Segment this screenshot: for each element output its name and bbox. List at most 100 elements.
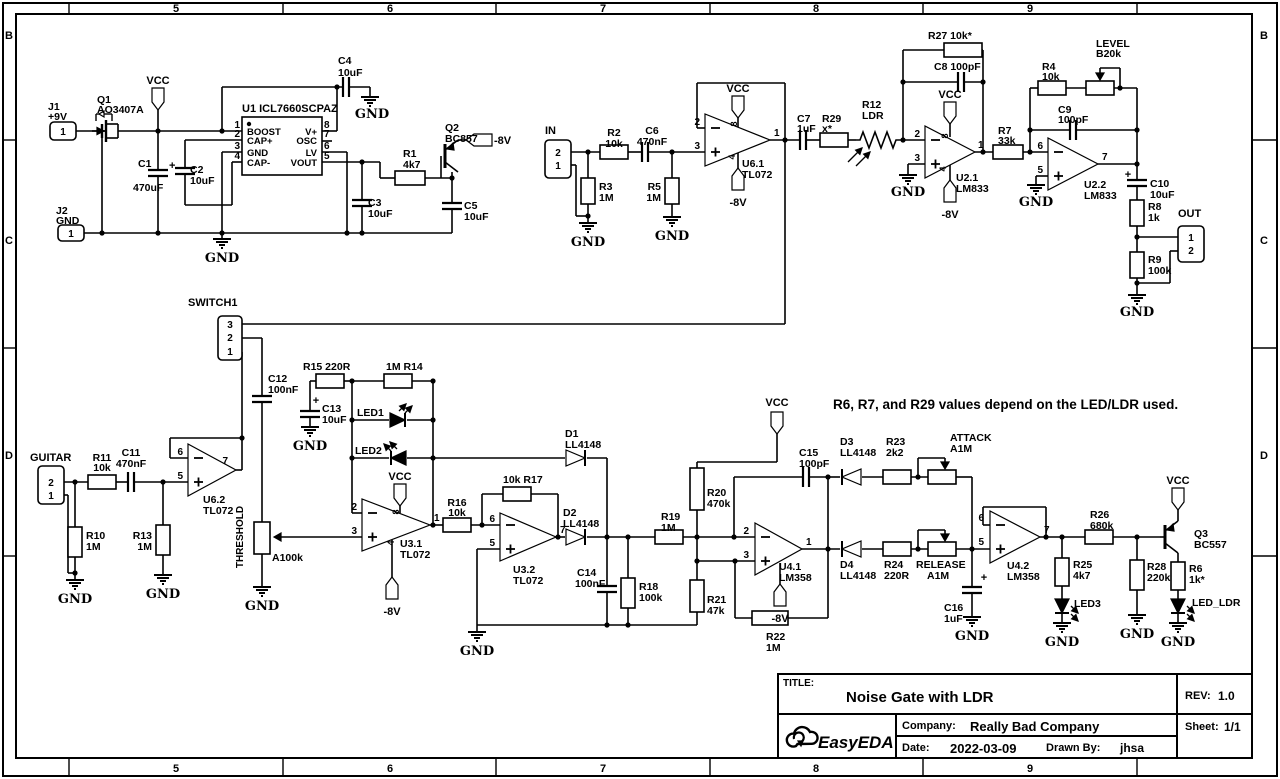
junction-dot: [334, 84, 340, 90]
junction-dot: [479, 522, 485, 528]
label: GND: [1120, 305, 1154, 320]
resistor-R28: [1129, 559, 1145, 591]
opamp-U3.2: [499, 512, 558, 562]
label: C5: [464, 200, 478, 212]
label: 1M: [766, 642, 781, 654]
label: U4.1: [779, 561, 801, 573]
label: 8: [940, 133, 950, 138]
label: C8 100pF: [934, 61, 981, 73]
ldr-R12: [856, 129, 900, 151]
label: 6: [387, 3, 393, 15]
junction-dot: [359, 230, 365, 236]
resistor-R4: [1037, 80, 1067, 96]
label: GND: [460, 644, 494, 659]
label: LED1: [357, 407, 384, 419]
label: 10uF: [368, 208, 393, 220]
label: 10k: [1042, 71, 1060, 83]
label: 6: [1037, 141, 1043, 152]
label: 9: [1027, 3, 1033, 15]
label: R21: [707, 594, 726, 606]
label: 8: [813, 763, 819, 775]
label: C6: [645, 125, 659, 137]
label: 4: [938, 166, 948, 171]
label: 1M: [661, 522, 676, 534]
junction-dot: [782, 137, 788, 143]
junction-dot: [1134, 234, 1140, 240]
label: 4: [234, 151, 240, 162]
label: R13: [133, 530, 152, 542]
resistor-R8: [1129, 199, 1145, 227]
label: -8V: [494, 135, 512, 147]
resistor-R7: [992, 144, 1024, 160]
junction-dot: [625, 622, 631, 628]
neg8v-flag: [465, 133, 493, 147]
label: C2: [190, 164, 204, 176]
label: GND: [247, 148, 268, 159]
label: 8: [729, 121, 739, 126]
neg8v-flag: [773, 583, 787, 607]
junction-dot: [349, 378, 355, 384]
junction-dot: [239, 435, 245, 441]
opamp-U6.1: [704, 113, 772, 167]
resistor-R16: [442, 517, 472, 533]
label: R1: [403, 148, 417, 160]
label: 10uF: [338, 67, 363, 79]
neg8v-flag: [385, 576, 399, 600]
label: R11: [93, 452, 112, 464]
label: 7: [324, 129, 330, 140]
label: 5: [978, 537, 984, 548]
label: 7: [222, 456, 228, 467]
label: 1uF: [944, 613, 963, 625]
label: BOOST: [247, 127, 281, 138]
label: 1M R14: [386, 361, 423, 373]
junction-dot: [900, 137, 906, 143]
titleblock-date-label: Date:: [902, 742, 930, 754]
label: R25: [1073, 559, 1092, 571]
junction-dot: [604, 534, 610, 540]
label: GND: [955, 629, 989, 644]
led-LED_LDR: [1170, 598, 1186, 615]
label: C9: [1058, 104, 1072, 116]
label: GND: [1019, 195, 1053, 210]
label: 3: [743, 550, 749, 561]
label: LED3: [1074, 598, 1101, 610]
label: D2: [563, 507, 577, 519]
label: D1: [565, 428, 579, 440]
connector-GUITAR: [37, 465, 65, 505]
label: 8: [391, 509, 401, 514]
label: +: [313, 395, 319, 407]
connector-J2: [57, 224, 85, 242]
easyeda-logo-icon: [796, 740, 804, 748]
label: GND: [245, 599, 279, 614]
label: U3.2: [513, 564, 535, 576]
label: 10uF: [190, 175, 215, 187]
resistor-R11: [87, 474, 117, 490]
label: C13: [322, 403, 341, 415]
junction-dot: [825, 474, 831, 480]
label: R26: [1090, 509, 1109, 521]
label: 7: [560, 525, 566, 536]
label: 4k7: [1073, 570, 1091, 582]
junction-dot: [430, 378, 436, 384]
label: C3: [368, 197, 382, 209]
label: GND: [56, 215, 80, 227]
label: x*: [822, 123, 833, 135]
label: 470uF: [133, 182, 164, 194]
label: LDR: [862, 110, 884, 122]
label: R4: [1042, 61, 1056, 73]
label: 2: [694, 117, 700, 128]
junction-dot: [219, 230, 225, 236]
junction-dot: [344, 230, 350, 236]
label: GND: [146, 587, 180, 602]
label: 4: [386, 540, 396, 545]
arrow-icon: [939, 533, 951, 543]
label: 470k: [707, 498, 731, 510]
label: R27 10k*: [928, 30, 973, 42]
label: 1: [555, 161, 561, 172]
label: 2: [227, 333, 233, 344]
junction-dot: [604, 622, 610, 628]
label: CAP+: [247, 136, 273, 147]
junction-dot: [915, 474, 921, 480]
label: 1: [978, 140, 984, 151]
